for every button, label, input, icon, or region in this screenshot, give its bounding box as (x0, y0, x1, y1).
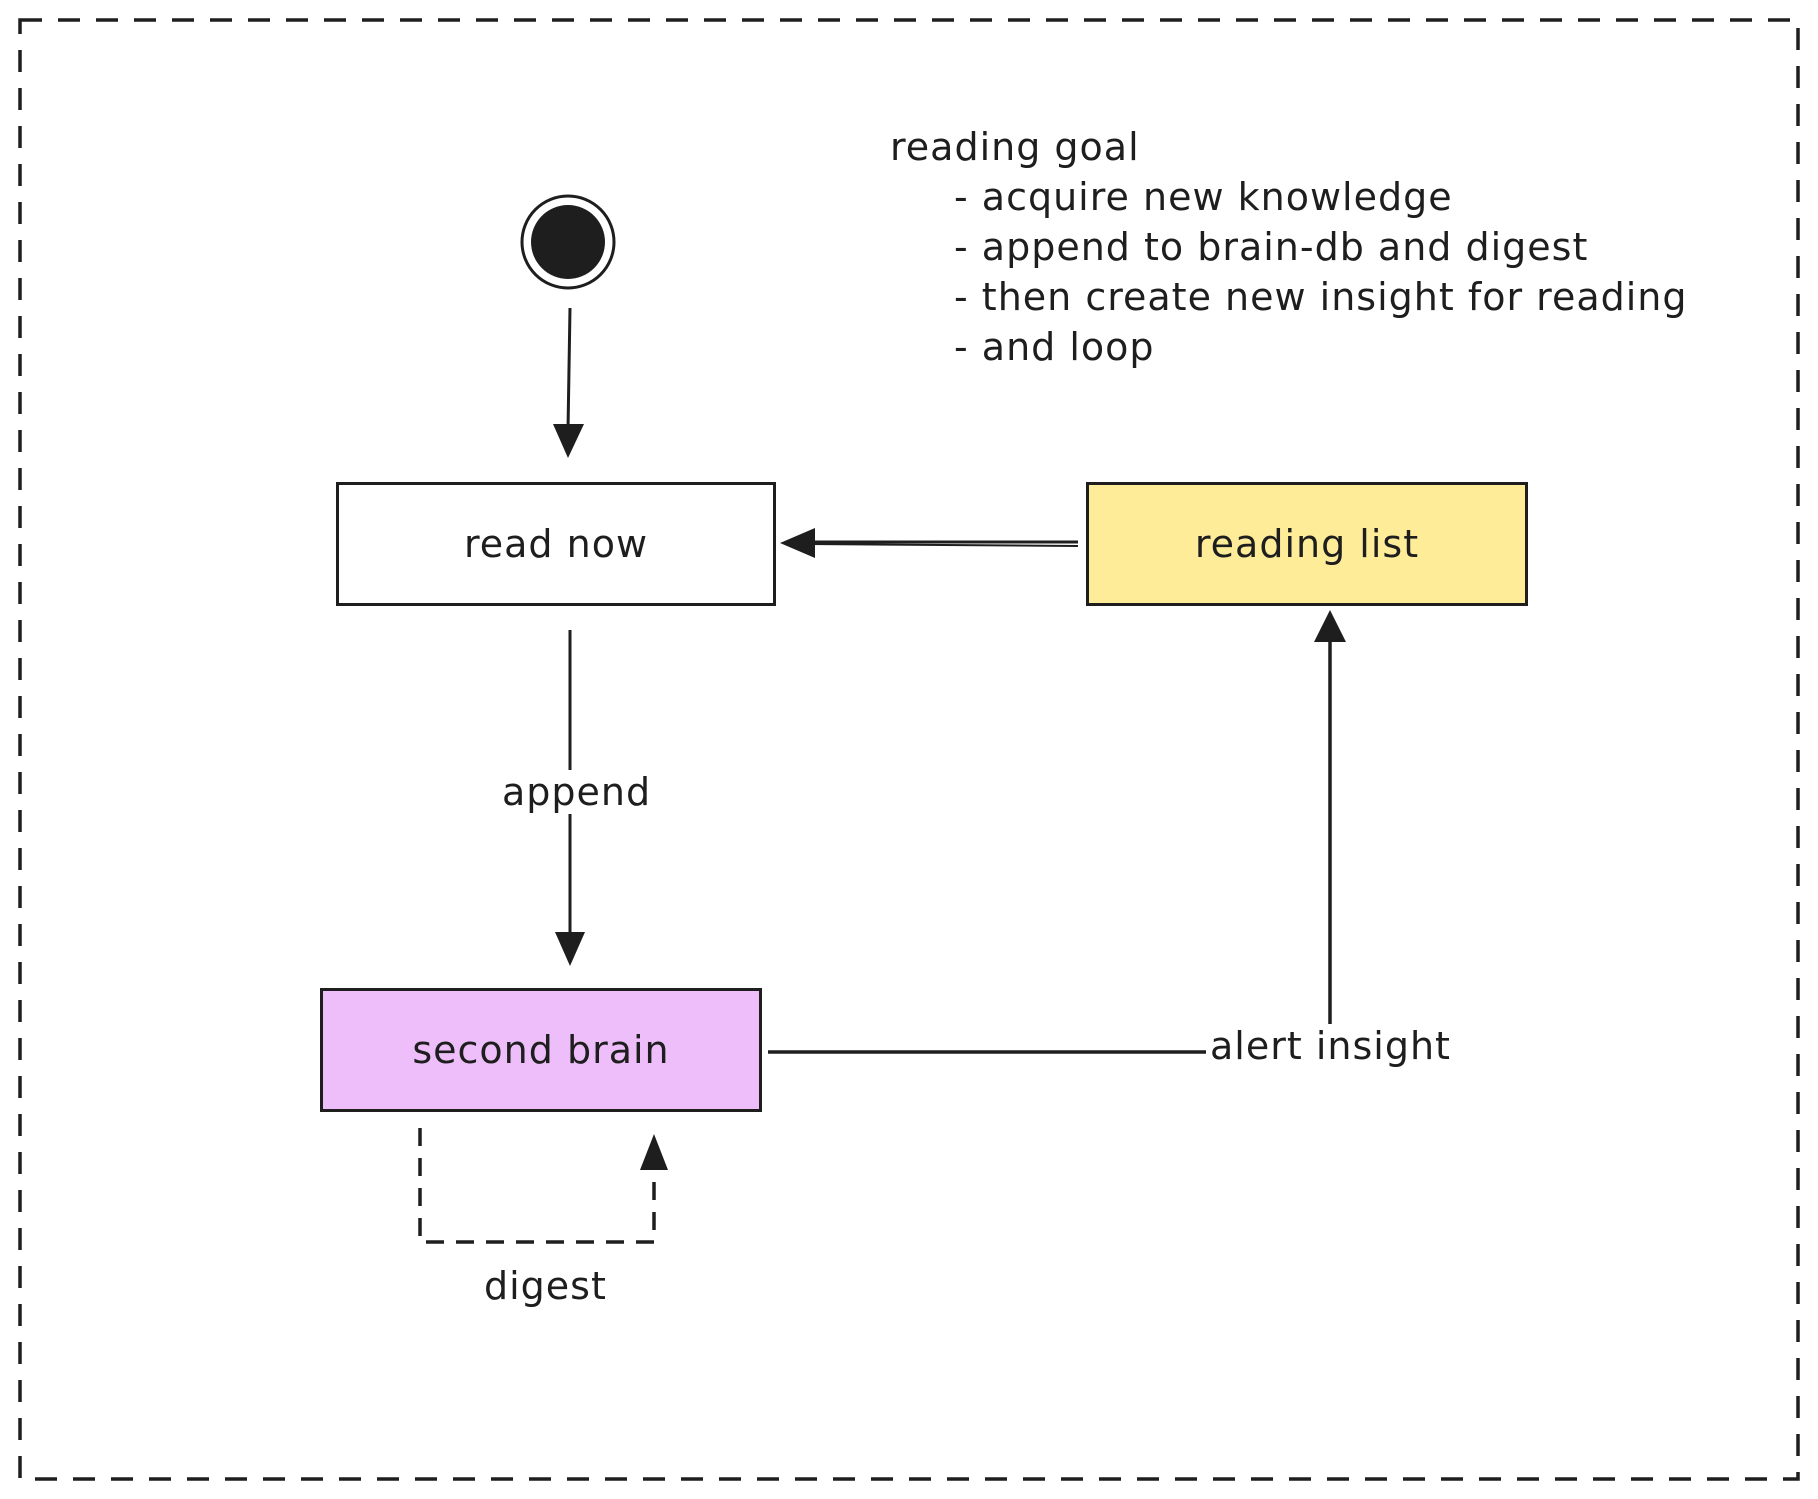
edge-digest (418, 1128, 668, 1244)
outer-frame (18, 18, 1800, 1481)
edge-label-append: append (498, 770, 656, 814)
edge-label-digest: digest (480, 1264, 611, 1308)
note-item: append to brain-db and digest (954, 222, 1688, 272)
note-list: acquire new knowledge append to brain-db… (890, 172, 1688, 372)
state-reading-list: reading list (1086, 482, 1528, 606)
note-item: acquire new knowledge (954, 172, 1688, 222)
note-item: and loop (954, 322, 1688, 372)
edge-alert-insight (768, 610, 1346, 1054)
state-second-brain: second brain (320, 988, 762, 1112)
initial-state-icon (520, 194, 616, 290)
edge-reading-list-to-read-now (780, 528, 1079, 558)
edge-label-alert-insight: alert insight (1206, 1024, 1455, 1068)
state-reading-list-label: reading list (1194, 522, 1420, 566)
reading-goal-note: reading goal acquire new knowledge appen… (890, 122, 1688, 372)
note-item: then create new insight for reading (954, 272, 1688, 322)
note-title: reading goal (890, 125, 1140, 169)
state-read-now-label: read now (463, 522, 649, 566)
state-second-brain-label: second brain (412, 1028, 670, 1072)
edge-start-to-read-now (553, 307, 584, 458)
state-read-now: read now (336, 482, 776, 606)
